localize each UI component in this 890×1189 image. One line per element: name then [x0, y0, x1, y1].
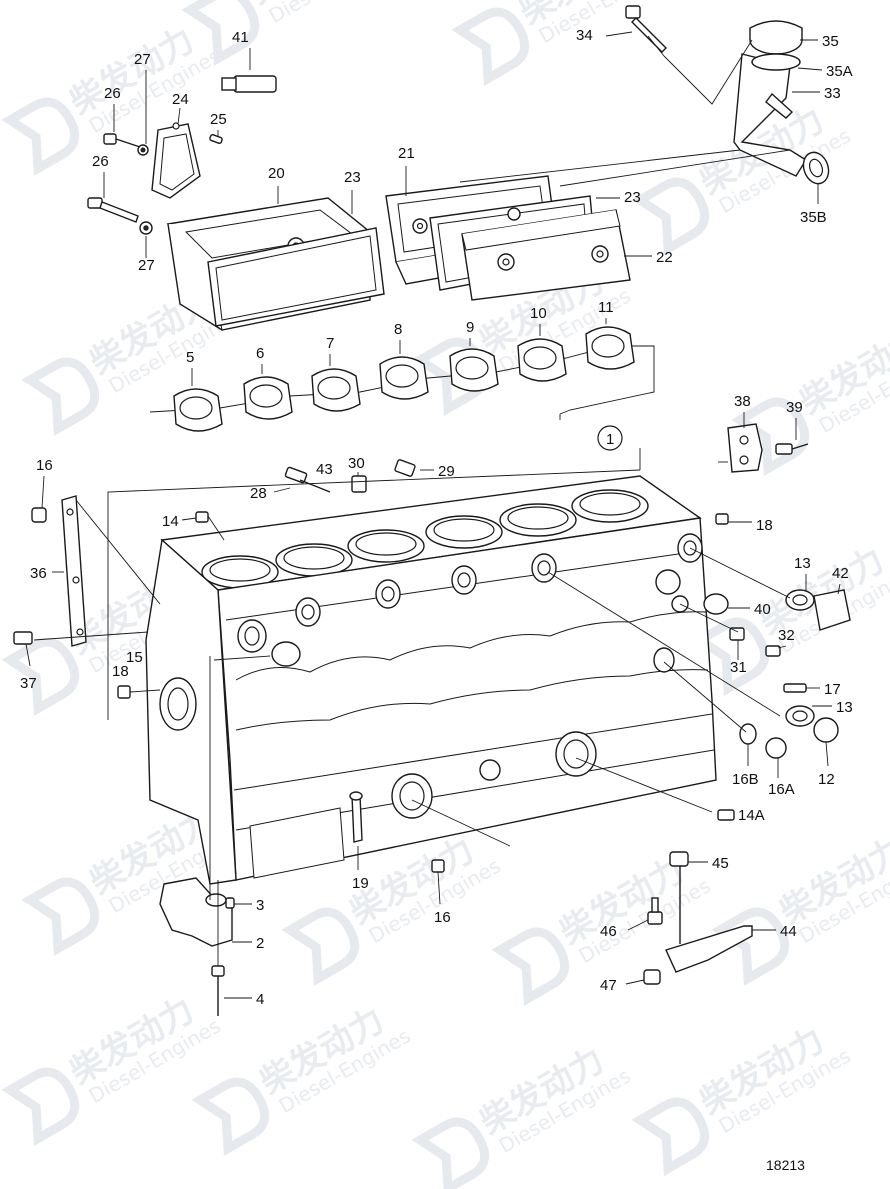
callout-14: 14: [162, 513, 179, 530]
support-bar: [61, 495, 87, 647]
callout-labels: 41 27 26 24 25 26 27 20 23 21 23 22 34 3…: [20, 27, 853, 1008]
callout-29: 29: [438, 463, 455, 480]
callout-13: 13: [836, 699, 853, 716]
callout-33: 33: [824, 85, 841, 102]
bolt-lower: [87, 197, 153, 235]
callout-45: 45: [712, 855, 729, 872]
assembly-guide-lines: [33, 414, 791, 966]
callout-19: 19: [352, 875, 369, 892]
callout-13: 13: [794, 555, 811, 572]
cylinder-block: [145, 475, 717, 885]
callout-32: 32: [778, 627, 795, 644]
sensor-bracket: [643, 851, 753, 985]
callout-17: 17: [824, 681, 841, 698]
callout-44: 44: [780, 923, 797, 940]
callout-16: 16: [434, 909, 451, 926]
callout-20: 20: [268, 165, 285, 182]
callout-35B: 35B: [800, 209, 827, 226]
callout-8: 8: [394, 321, 402, 338]
callout-leaders: [25, 31, 841, 999]
callout-22: 22: [656, 249, 673, 266]
callout-26: 26: [104, 85, 121, 102]
callout-6: 6: [256, 345, 264, 362]
callout-35A: 35A: [826, 63, 853, 80]
callout-10: 10: [530, 305, 547, 322]
bolt-upper: [103, 133, 149, 156]
callout-38: 38: [734, 393, 751, 410]
drawing-number: 18213: [766, 1157, 805, 1173]
bracket-38: [718, 423, 809, 473]
bearing-8: [379, 356, 429, 400]
bearing-9: [449, 348, 499, 392]
callout-27: 27: [138, 257, 155, 274]
callout-21: 21: [398, 145, 415, 162]
callout-1: 1: [606, 431, 614, 448]
callout-26: 26: [92, 153, 109, 170]
callout-30: 30: [348, 455, 365, 472]
callout-7: 7: [326, 335, 334, 352]
callout-9: 9: [466, 319, 474, 336]
bearing-11: [585, 326, 635, 370]
bearing-6: [243, 376, 293, 420]
callout-16: 16: [36, 457, 53, 474]
callout-35: 35: [822, 33, 839, 50]
callout-41: 41: [232, 29, 249, 46]
callout-4: 4: [256, 991, 264, 1008]
oil-filler-assembly: [459, 5, 830, 187]
callout-2: 2: [256, 935, 264, 952]
callout-47: 47: [600, 977, 617, 994]
callout-34: 34: [576, 27, 593, 44]
small-cover-plate: [151, 107, 201, 199]
small-fittings: [13, 459, 851, 873]
cover-top-plate: [461, 209, 631, 301]
callout-37: 37: [20, 675, 37, 692]
callout-15: 15: [126, 649, 143, 666]
cover-gasket-left: [207, 227, 385, 327]
callout-23: 23: [624, 189, 641, 206]
callout-27: 27: [134, 51, 151, 68]
callout-18: 18: [112, 663, 129, 680]
callout-40: 40: [754, 601, 771, 618]
callout-39: 39: [786, 399, 803, 416]
callout-18: 18: [756, 517, 773, 534]
pin: [209, 133, 223, 145]
callout-31: 31: [730, 659, 747, 676]
bearing-cap: [159, 877, 235, 1016]
callout-23: 23: [344, 169, 361, 186]
callout-16A: 16A: [768, 781, 795, 798]
callout-28: 28: [250, 485, 267, 502]
bearing-5: [173, 388, 223, 432]
callout-25: 25: [210, 111, 227, 128]
sealant-tube: [221, 48, 277, 93]
callout-43: 43: [316, 461, 333, 478]
callout-12: 12: [818, 771, 835, 788]
callout-42: 42: [832, 565, 849, 582]
callout-1-circle: 1: [597, 425, 623, 451]
bearing-10: [517, 338, 567, 382]
callout-36: 36: [30, 565, 47, 582]
callout-5: 5: [186, 349, 194, 366]
main-bearing-row: [149, 326, 655, 432]
callout-11: 11: [598, 299, 614, 316]
bearing-7: [311, 368, 361, 412]
callout-16B: 16B: [732, 771, 759, 788]
callout-3: 3: [256, 897, 264, 914]
callout-46: 46: [600, 923, 617, 940]
watermark-brand-en: Diesel-Engines: [265, 0, 405, 28]
callout-14A: 14A: [738, 807, 765, 824]
callout-24: 24: [172, 91, 189, 108]
